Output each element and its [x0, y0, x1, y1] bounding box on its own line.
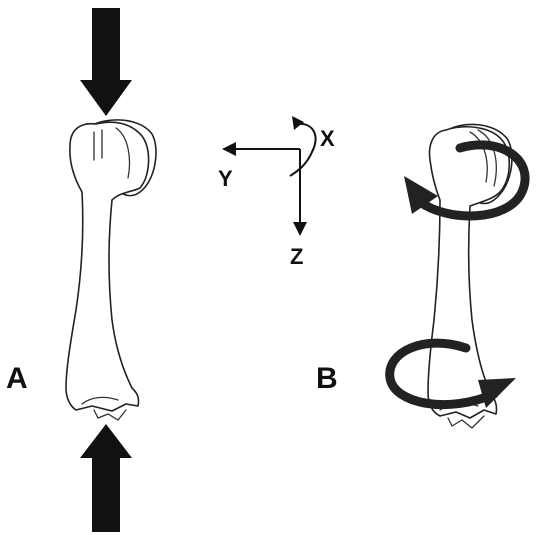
panel-b: B [316, 124, 525, 428]
y-axis-arrowhead-icon [222, 142, 236, 156]
panel-a: A [6, 8, 156, 532]
femur-outline-a [66, 122, 149, 411]
axis-label-y: Y [218, 166, 233, 191]
coordinate-axes: Y Z X [218, 116, 335, 269]
axis-label-z: Z [290, 244, 303, 269]
panel-label-b: B [316, 362, 338, 395]
compression-arrow-bottom-icon [80, 424, 132, 532]
axis-label-x: X [320, 126, 335, 151]
z-axis-arrowhead-icon [293, 222, 307, 236]
femur-outline-b [428, 127, 509, 418]
panel-label-a: A [6, 362, 28, 395]
femur-bone-a [66, 120, 156, 420]
compression-arrow-top-icon [80, 8, 132, 116]
